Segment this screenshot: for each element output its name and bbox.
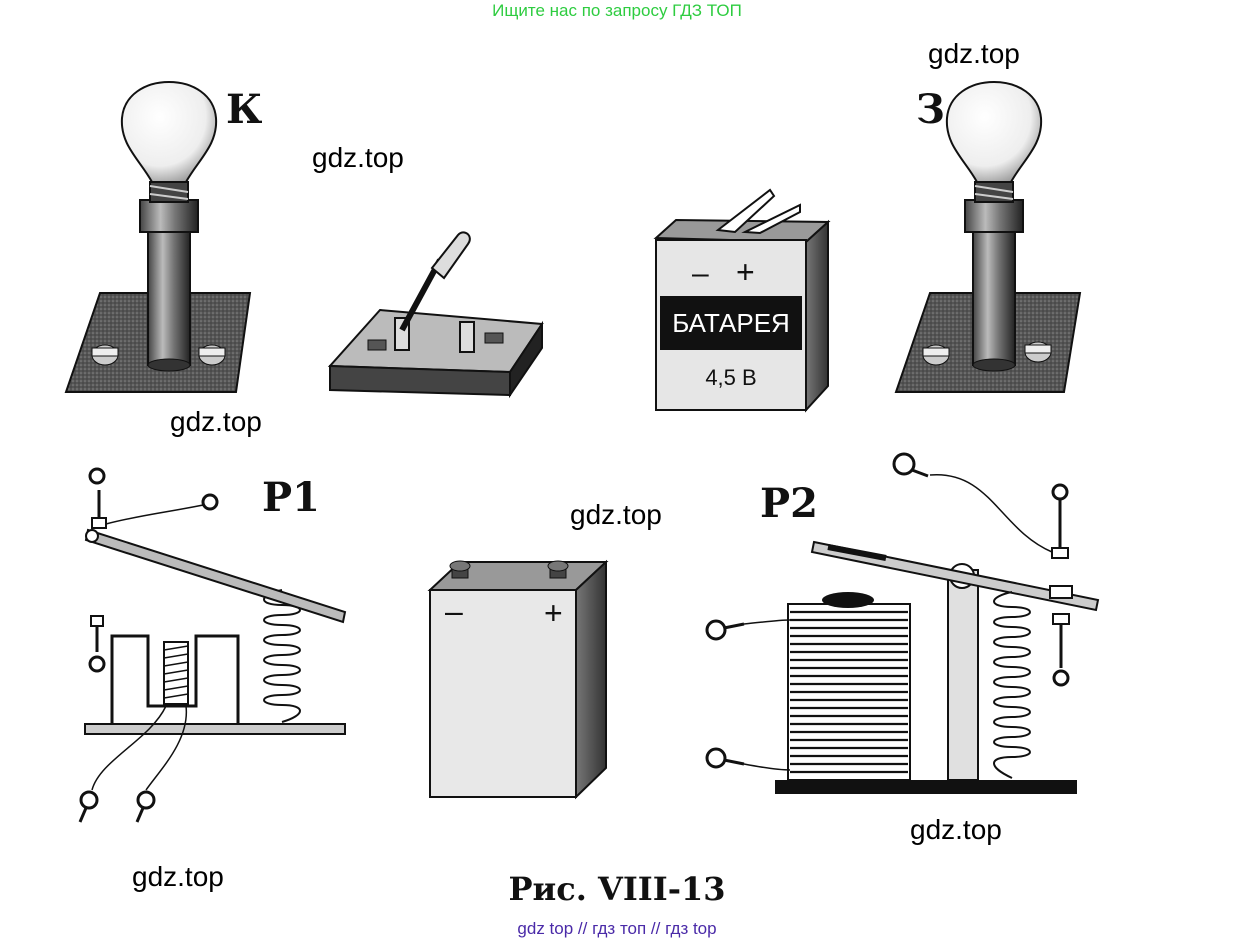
label-lamp-right: З (916, 86, 945, 133)
top-banner: Ищите нас по запросу ГДЗ ТОП (492, 1, 742, 20)
watermark-text: gdz.top (132, 861, 224, 892)
label-lamp-left: К (226, 86, 263, 133)
watermark-text: gdz.top (312, 142, 404, 173)
label-relay-p1: Р1 (262, 474, 320, 521)
flat-battery-plus: + (736, 254, 755, 290)
footer-links[interactable]: gdz top // гдз топ // гдз top (517, 919, 717, 938)
watermark-text: gdz.top (170, 406, 262, 437)
label-relay-p2: Р2 (760, 480, 818, 527)
block-battery: – + (427, 559, 609, 800)
watermark-text: gdz.top (928, 38, 1020, 69)
lamp-right (894, 80, 1082, 393)
block-battery-minus: – (445, 593, 463, 629)
flat-battery-minus: – (692, 257, 709, 290)
watermark-text: gdz.top (570, 499, 662, 530)
figure-caption: Рис. VIII-13 (508, 870, 726, 908)
block-battery-plus: + (544, 595, 563, 631)
flat-battery: – + БАТАРЕЯ 4,5 В (653, 188, 831, 413)
knife-switch (327, 231, 544, 399)
relay-p2 (705, 452, 1100, 794)
flat-battery-name: БАТАРЕЯ (672, 308, 790, 338)
flat-battery-voltage: 4,5 В (705, 365, 756, 390)
lamp-left (64, 80, 252, 393)
relay-p1 (78, 467, 347, 823)
watermark-text: gdz.top (910, 814, 1002, 845)
